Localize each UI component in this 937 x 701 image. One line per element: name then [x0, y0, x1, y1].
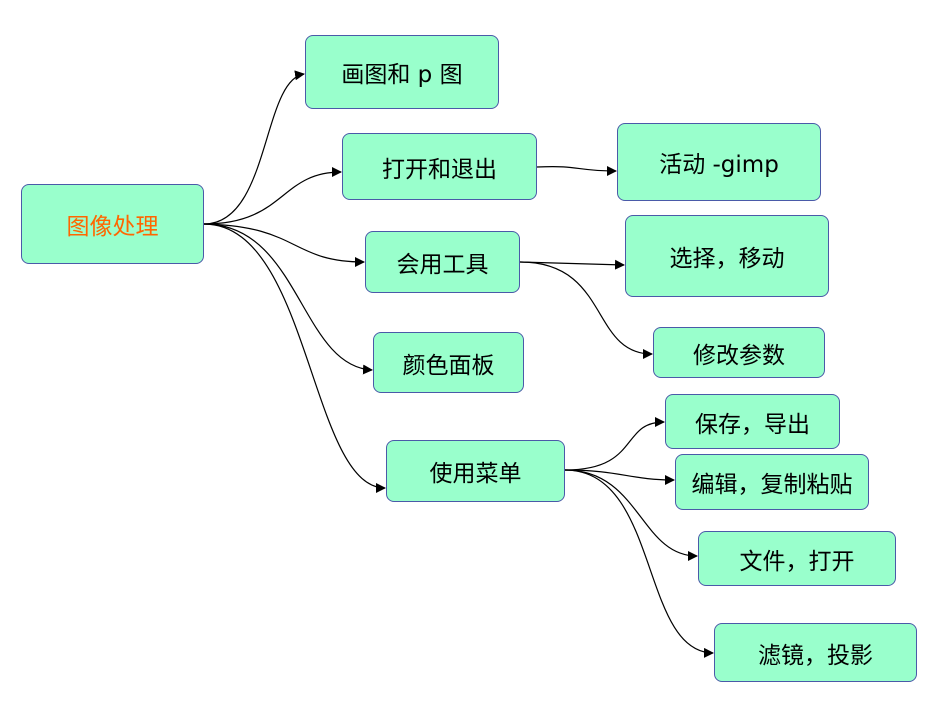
edge-root-to-open-exit: [203, 167, 342, 225]
edge-tools-to-select-move: [519, 259, 625, 270]
edge-tools-to-modify-params: [519, 261, 653, 359]
node-color-panel: 颜色面板: [373, 332, 524, 393]
node-save-export: 保存，导出: [665, 394, 840, 449]
edge-menu-to-filter-shadow: [564, 469, 714, 658]
node-select-move: 选择，移动: [625, 215, 829, 297]
node-edit-copy-paste: 编辑，复制粘贴: [675, 454, 869, 510]
root-node: 图像处理: [21, 184, 204, 264]
edge-open-exit-to-activity: [536, 165, 617, 176]
node-open-and-exit: 打开和退出: [342, 133, 537, 200]
node-filter-shadow: 滤镜，投影: [714, 623, 917, 682]
node-modify-params: 修改参数: [653, 327, 825, 378]
edge-root-to-color-panel: [203, 223, 373, 375]
node-use-menu: 使用菜单: [386, 440, 565, 502]
node-use-tools: 会用工具: [365, 231, 520, 293]
edge-menu-to-edit-copy-paste: [564, 469, 675, 485]
edge-menu-to-file-open: [564, 469, 698, 561]
edge-root-to-menu: [203, 223, 386, 493]
node-draw-and-edit: 画图和 p 图: [305, 35, 499, 109]
node-activity-gimp: 活动 -gimp: [617, 123, 821, 201]
edge-root-to-draw: [203, 70, 305, 225]
edge-menu-to-save-export: [564, 417, 665, 471]
edge-root-to-tools: [203, 223, 365, 267]
node-file-open: 文件，打开: [698, 531, 896, 586]
